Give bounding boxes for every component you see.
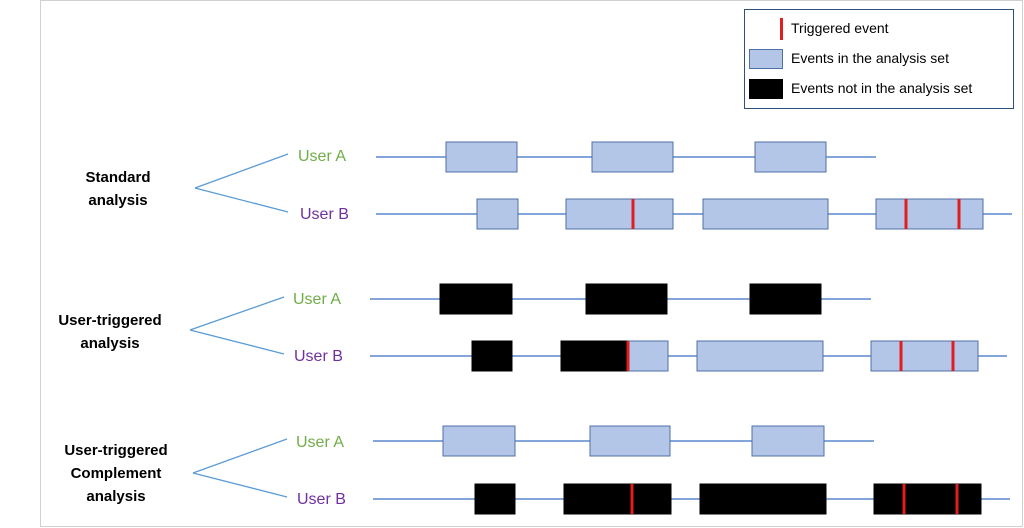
event-box-in-set <box>591 141 674 173</box>
event-box-in-set <box>476 198 519 230</box>
branch-line <box>192 472 288 498</box>
group-label-complement: User-triggered Complement analysis <box>64 442 168 505</box>
legend-swatch-in-set <box>749 49 783 69</box>
event-box-not-in-set <box>699 483 827 515</box>
branch-line <box>194 153 289 189</box>
event-box-in-set <box>751 425 825 457</box>
legend-swatch-not-in-set <box>749 79 783 99</box>
event-box-in-set <box>754 141 827 173</box>
event-box-in-set <box>442 425 516 457</box>
event-box-not-in-set <box>585 283 668 315</box>
group-label-standard: Standard analysis <box>85 169 151 209</box>
branch-line <box>189 296 285 331</box>
user-label-a: User A <box>298 148 347 165</box>
legend-label: Events not in the analysis set <box>791 80 973 96</box>
group-label-user-triggered: User-triggered analysis <box>58 312 162 352</box>
event-box-not-in-set <box>563 483 672 515</box>
branch-line <box>189 329 285 355</box>
user-label-a: User A <box>293 291 342 308</box>
branch-line <box>192 438 288 474</box>
event-box-in-set <box>565 198 674 230</box>
event-box-in-set <box>445 141 518 173</box>
user-label-b: User B <box>297 491 346 508</box>
branch-line <box>194 187 289 213</box>
legend-label: Triggered event <box>791 20 889 36</box>
event-box-in-set <box>870 340 979 372</box>
legend-item-not-in-set: Events not in the analysis set <box>745 78 1013 100</box>
event-box-not-in-set <box>873 483 982 515</box>
user-label-a: User A <box>296 434 345 451</box>
legend: Triggered event Events in the analysis s… <box>744 9 1014 109</box>
legend-item-triggered-event: Triggered event <box>745 18 1013 40</box>
figure-frame <box>40 0 1023 527</box>
legend-swatch-trigger <box>780 18 783 40</box>
event-box-not-in-set <box>471 340 513 372</box>
event-box-not-in-set <box>749 283 822 315</box>
event-box-in-set <box>696 340 824 372</box>
event-box-not-in-set <box>474 483 516 515</box>
event-box-in-set <box>875 198 984 230</box>
legend-label: Events in the analysis set <box>791 50 949 66</box>
event-box-in-set <box>627 340 669 372</box>
event-box-in-set <box>702 198 829 230</box>
user-label-b: User B <box>300 206 349 223</box>
event-box-not-in-set <box>439 283 513 315</box>
event-box-not-in-set <box>560 340 629 372</box>
legend-item-in-set: Events in the analysis set <box>745 48 1013 70</box>
event-box-in-set <box>589 425 671 457</box>
user-label-b: User B <box>294 348 343 365</box>
